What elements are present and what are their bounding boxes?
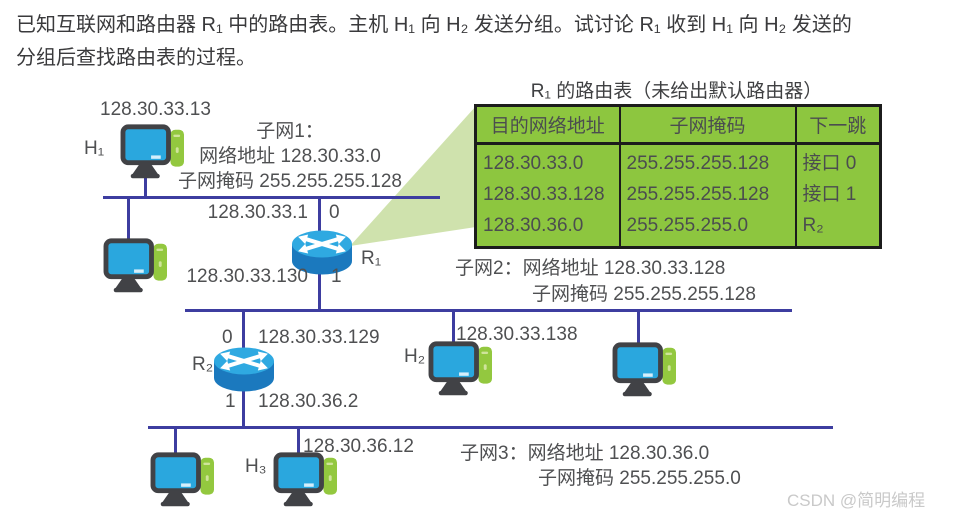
r2-router-icon — [212, 345, 276, 395]
subnet1-mask: 子网掩码 255.255.255.128 — [178, 171, 402, 192]
table-row: 128.30.36.0 255.255.255.0 R₂ — [476, 210, 881, 248]
r2-if0-num-label: 0 — [222, 327, 233, 348]
r1-if0-num-label: 0 — [329, 202, 340, 223]
r1-if1-ip-label: 128.30.33.130 — [186, 266, 308, 287]
routing-table-title: R₁ 的路由表（未给出默认路由器） — [530, 81, 823, 102]
r2-if0-ip-label: 128.30.33.129 — [258, 327, 380, 348]
pc2-link-line — [127, 197, 130, 249]
subnet3-computer-icon — [150, 450, 216, 512]
table-row: 128.30.33.0 255.255.255.128 接口 0 — [476, 143, 881, 179]
subnet2-bus-line — [185, 309, 792, 312]
routing-table: 目的网络地址 子网掩码 下一跳 128.30.33.0 255.255.255.… — [474, 104, 882, 249]
rt-cell: 接口 1 — [794, 179, 881, 210]
r1-if0-ip-label: 128.30.33.1 — [207, 202, 308, 223]
r1-if1-num-label: 1 — [331, 266, 342, 287]
h2-ip-label: 128.30.33.138 — [456, 324, 578, 345]
rt-cell: 255.255.255.128 — [618, 179, 796, 210]
rt-cell: 128.30.33.0 — [483, 153, 584, 174]
rt-header-next-hop: 下一跳 — [794, 105, 881, 145]
h2-computer-icon — [428, 339, 494, 401]
subnet1-info: 子网1： 网络地址 128.30.33.0 子网掩码 255.255.255.1… — [165, 119, 415, 194]
rt-header-subnet-mask: 子网掩码 — [618, 105, 796, 145]
problem-text-line2: 分组后查找路由表的过程。 — [16, 47, 256, 69]
h3-link-line — [297, 427, 300, 463]
rt-cell: 255.255.255.128 — [618, 143, 796, 179]
h2-link-line — [452, 310, 455, 352]
rt-cell: 128.30.33.128 — [483, 184, 605, 205]
subnet2-info-line1: 子网2：网络地址 128.30.33.128 — [455, 258, 726, 279]
table-row: 128.30.33.128 255.255.255.128 接口 1 — [476, 179, 881, 210]
r2-if1-num-label: 1 — [225, 391, 236, 412]
r2-label: R₂ — [192, 354, 214, 375]
r2-if1-ip-label: 128.30.36.2 — [258, 391, 359, 412]
csdn-watermark: CSDN @简明编程 — [787, 491, 926, 510]
rt-header-dest-network: 目的网络地址 — [475, 105, 620, 145]
subnet3-info-line1: 子网3：网络地址 128.30.36.0 — [460, 443, 710, 464]
subnet2-pc-link-line — [637, 310, 640, 352]
h3-ip-label: 128.30.36.12 — [303, 436, 414, 457]
problem-text-line1: 已知互联网和路由器 R₁ 中的路由表。主机 H₁ 向 H₂ 发送分组。试讨论 R… — [16, 14, 852, 36]
subnet3-info-line2: 子网掩码 255.255.255.0 — [538, 468, 741, 489]
h1-link-line — [144, 160, 147, 198]
h1-ip-label: 128.30.33.13 — [100, 99, 211, 120]
rt-cell: 255.255.255.0 — [618, 210, 796, 248]
rt-cell: R₂ — [794, 210, 881, 248]
subnet1-address: 网络地址 128.30.33.0 — [199, 146, 381, 167]
subnet1-bus-line — [103, 196, 440, 199]
r1-label: R₁ — [361, 248, 382, 269]
subnet1-title: 子网1： — [256, 121, 324, 142]
subnet3-pc-link-line — [174, 427, 177, 463]
subnet3-bus-line — [148, 426, 833, 429]
subnet1-computer-icon — [103, 236, 169, 298]
h3-computer-icon — [273, 450, 339, 512]
subnet2-computer-icon — [612, 340, 678, 402]
h1-host-label: H₁ — [84, 138, 105, 159]
subnet2-info-line2: 子网掩码 255.255.255.128 — [532, 284, 756, 305]
rt-cell: 接口 0 — [794, 143, 881, 179]
rt-cell: 128.30.36.0 — [483, 215, 584, 236]
h2-host-label: H₂ — [404, 346, 426, 367]
routing-table-header-row: 目的网络地址 子网掩码 下一跳 — [475, 105, 881, 145]
h3-host-label: H₃ — [245, 456, 267, 477]
